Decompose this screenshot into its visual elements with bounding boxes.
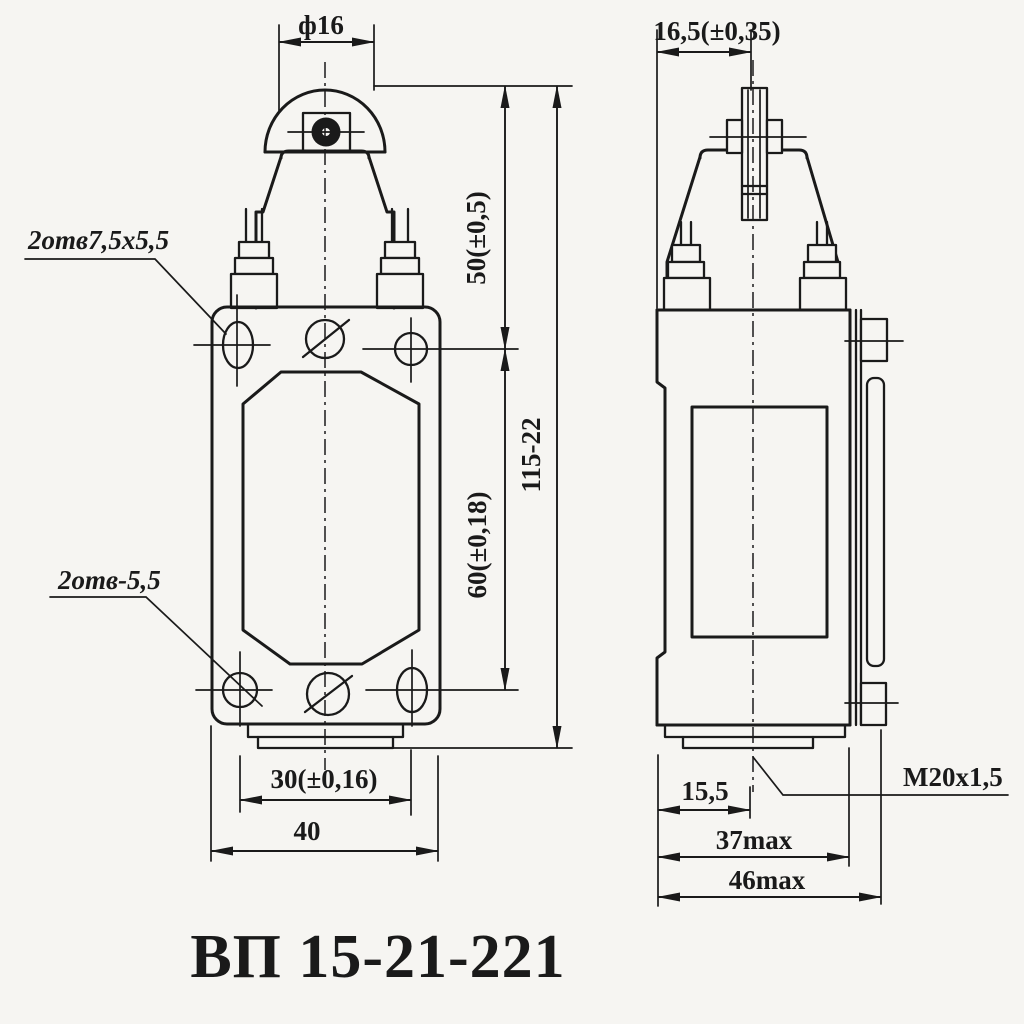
- dim-37max-label: 37max: [716, 825, 793, 855]
- side-base-plate-2: [681, 735, 815, 750]
- side-cover-window: [690, 405, 829, 639]
- dim-vertical-chain: 50(±0,5) 60(±0,18) 115-22: [259, 85, 573, 749]
- front-body: [210, 305, 442, 750]
- side-base-plate-1: [663, 723, 847, 739]
- dim-30: 30(±0,16): [239, 749, 412, 816]
- dim-46max: 46max: [657, 729, 882, 905]
- front-holes: [193, 294, 519, 727]
- leader-slot-holes: 2отв7,5x5,5: [24, 225, 227, 335]
- side-view: 16,5(±0,35) M20x1,5 15,5 37max 46max: [653, 16, 1009, 907]
- cover-screw-bottom-side: [859, 681, 888, 727]
- front-view: 2отв7,5x5,5 2отв-5,5 ф16 50(±0,5) 60(±0,…: [24, 10, 573, 862]
- leader-conduit-thread: M20x1,5: [752, 756, 1009, 796]
- dim-60-label: 60(±0,18): [462, 491, 492, 598]
- side-cover-plate: [865, 376, 886, 668]
- dim-165: 16,5(±0,35): [653, 16, 781, 309]
- dim-roller-diameter: ф16: [278, 10, 375, 113]
- drawing-title: ВП 15-21-221: [190, 923, 565, 991]
- dim-40-label: 40: [294, 816, 321, 846]
- dim-40: 40: [210, 725, 439, 862]
- dim-30-label: 30(±0,16): [270, 764, 377, 794]
- cover-screw-top-side: [859, 317, 889, 363]
- side-body: [655, 308, 904, 750]
- leader-round-holes: 2отв-5,5: [49, 565, 263, 707]
- dim-46max-label: 46max: [729, 865, 806, 895]
- dim-50-label: 50(±0,5): [461, 191, 491, 285]
- round-holes-label: 2отв-5,5: [57, 565, 161, 595]
- conduit-thread-label: M20x1,5: [903, 762, 1003, 792]
- dim-115-label: 115-22: [516, 417, 546, 492]
- side-centerlines: [709, 60, 807, 792]
- roller-dome-outline: [263, 88, 387, 154]
- roller-diameter-label: ф16: [298, 10, 344, 40]
- dim-165-label: 16,5(±0,35): [653, 16, 780, 46]
- front-terminal-bolts: [229, 207, 425, 310]
- front-cover-panel: [241, 370, 421, 666]
- side-plunger: [725, 86, 784, 222]
- dim-155-label: 15,5: [681, 776, 728, 806]
- side-terminal-bolts: [662, 220, 848, 312]
- slot-holes-label: 2отв7,5x5,5: [27, 225, 169, 255]
- dim-37max: 37max: [657, 747, 850, 867]
- dim-155: 15,5: [657, 754, 751, 907]
